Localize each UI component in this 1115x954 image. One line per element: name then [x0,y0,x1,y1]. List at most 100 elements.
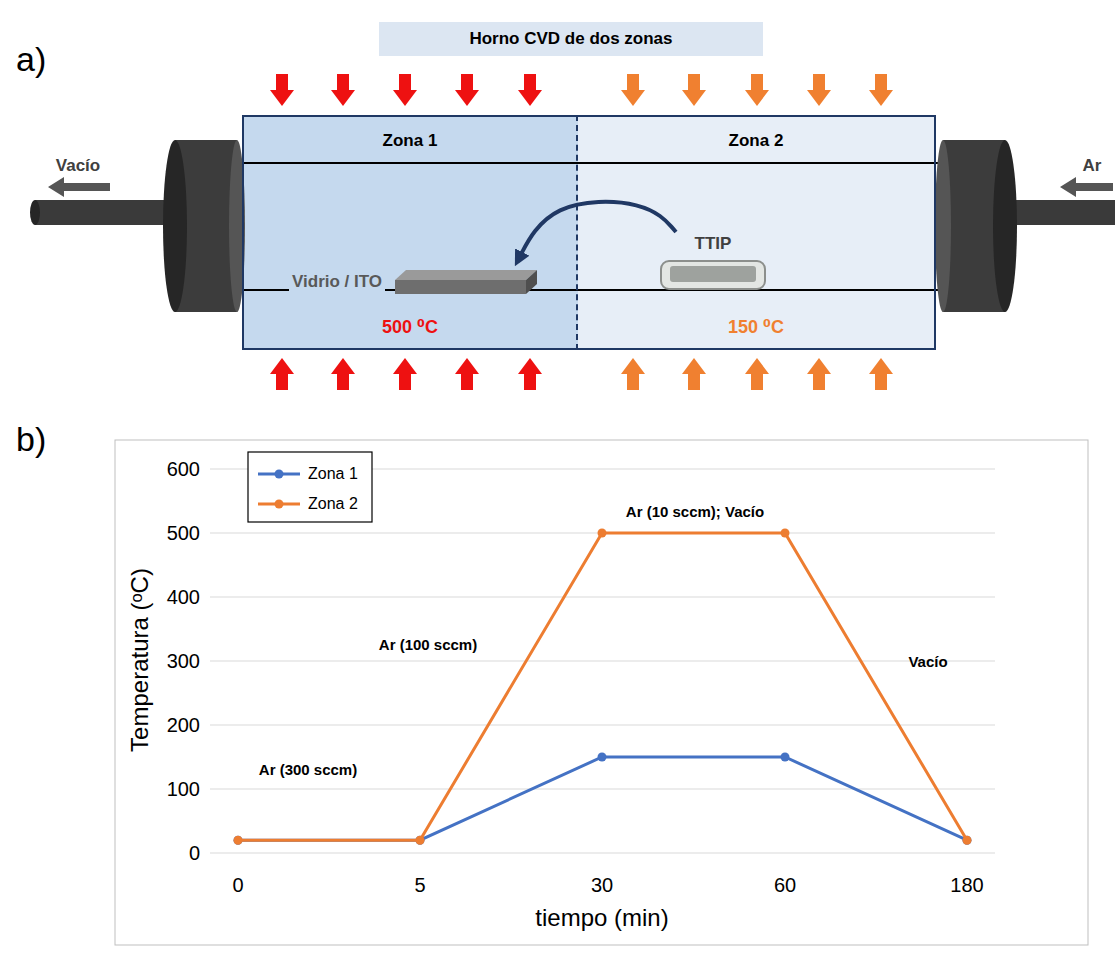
series-marker [963,836,972,845]
heat-arrow [518,74,542,106]
precursor-tray: TTIP [658,234,768,292]
transport-arrow [517,202,676,262]
heat-arrow [682,74,706,106]
title-text: Horno CVD de dos zonas [469,29,672,48]
zone-name: Zona 2 [578,131,934,151]
slab-side [526,270,537,294]
grid-line [210,597,995,598]
heat-arrow [331,74,355,106]
heat-arrow [393,358,417,390]
phase-note: Ar (300 sccm) [259,761,357,778]
heat-arrow [331,358,355,390]
series-marker [598,753,607,762]
title-band: Horno CVD de dos zonas [379,22,762,56]
series-marker [416,836,425,845]
phase-note: Vacío [908,653,947,670]
x-tick: 60 [774,874,796,897]
flow-arrow [48,177,110,197]
series-line [238,533,967,840]
zone-name: Zona 1 [244,131,576,151]
zone-box: TTIP Zona 2 150 ⁰C [578,115,936,350]
heat-arrow [745,74,769,106]
y-tick: 300 [167,650,200,673]
heat-arrow [270,74,294,106]
pipe [1000,200,1115,225]
tube-line [240,162,945,164]
zone-temperature: 150 ⁰C [578,317,934,338]
cap-face [935,140,951,312]
x-tick: 180 [950,874,983,897]
right-cap [935,140,1017,312]
flow-arrow [1060,177,1113,197]
heat-arrows [270,74,893,390]
legend-sample-marker [275,500,284,509]
line-chart [115,440,1088,945]
tray-icon [658,258,768,292]
series-marker [781,529,790,538]
chart-frame [115,440,1088,945]
cap-face [163,140,187,312]
heat-arrow [621,74,645,106]
slab-top [395,270,537,280]
y-tick: 400 [167,586,200,609]
pipe [35,200,175,225]
series-marker [234,836,243,845]
y-axis-title: Temperatura (ᵒC) [126,568,154,752]
x-tick: 0 [232,874,243,897]
grid-line [210,853,995,854]
heat-arrow [682,358,706,390]
grid-line [210,725,995,726]
series-marker [416,836,425,845]
heat-arrow [745,358,769,390]
heat-arrow [807,358,831,390]
precursor-name: TTIP [695,234,732,254]
y-tick: 100 [167,778,200,801]
zone-temperature: 500 ⁰C [244,317,576,338]
zone-fill [578,115,936,350]
legend-text: Zona 1 [308,465,358,483]
tray-liquid [670,266,756,282]
left-cap [163,140,245,312]
heat-arrow [393,74,417,106]
zone-box: Vidrio / ITO Zona 1 500 ⁰C [242,115,578,350]
y-tick: 600 [167,458,200,481]
heat-arrow [869,74,893,106]
grid-line [210,789,995,790]
heat-arrow [270,358,294,390]
heat-arrow [455,358,479,390]
y-tick: 500 [167,522,200,545]
cap-face [993,140,1017,312]
series-marker [781,753,790,762]
phase-note: Ar (100 sccm) [379,636,477,653]
legend-sample-marker [275,470,284,479]
series-line [238,757,967,840]
glass-slab [393,267,539,297]
x-axis-title: tiempo (min) [535,904,668,932]
legend-box [248,452,372,522]
panel-letter: b) [16,420,46,459]
substrate: Vidrio / ITO [289,267,539,297]
x-tick: 30 [591,874,613,897]
left-pipe [30,200,175,225]
heat-arrow [807,74,831,106]
slab-front [395,280,526,294]
heat-arrow [455,74,479,106]
zone-fill [242,115,578,350]
substrate-name: Vidrio / ITO [289,272,385,292]
y-tick: 0 [189,842,200,865]
series-marker [963,836,972,845]
tray-rim [661,261,765,289]
series-marker [598,529,607,538]
x-tick: 5 [414,874,425,897]
right-pipe [1000,200,1115,225]
heat-arrow [869,358,893,390]
phase-note: Ar (10 sccm); Vacío [626,503,764,520]
flow-label: Vacío [56,156,100,176]
y-tick: 200 [167,714,200,737]
grid-line [210,661,995,662]
heat-arrow [518,358,542,390]
panel-letter: a) [16,40,46,79]
pipe-end [30,200,40,225]
